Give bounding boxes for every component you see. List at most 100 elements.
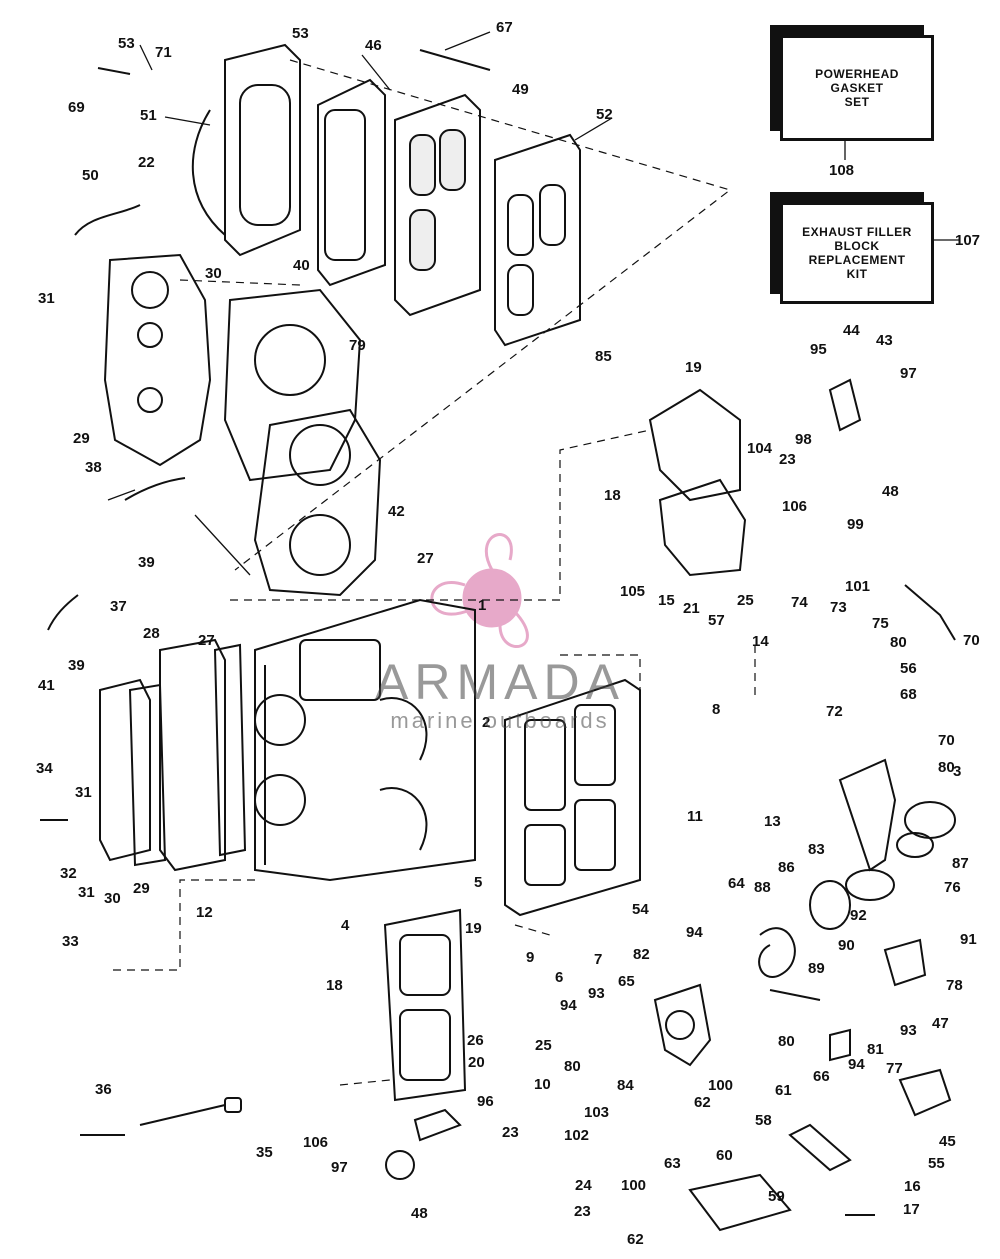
part-number-51: 51 (140, 107, 157, 124)
part-number-99: 99 (847, 516, 864, 533)
part-number-81: 81 (867, 1041, 884, 1058)
part-number-85: 85 (595, 348, 612, 365)
part-number-43: 43 (876, 332, 893, 349)
part-number-96: 96 (477, 1093, 494, 1110)
hoses (47, 204, 956, 641)
part-number-68: 68 (900, 686, 917, 703)
part-number-69: 69 (68, 99, 85, 116)
part-number-33: 33 (62, 933, 79, 950)
part-number-14: 14 (752, 633, 769, 650)
part-number-18: 18 (604, 487, 621, 504)
part-number-102: 102 (564, 1127, 589, 1144)
part-number-62: 62 (694, 1094, 711, 1111)
part-number-45: 45 (939, 1133, 956, 1150)
reed-valves-upper (648, 378, 862, 577)
part-number-65: 65 (618, 973, 635, 990)
part-number-52: 52 (596, 106, 613, 123)
exhaust-cover-group (191, 43, 581, 347)
part-number-48: 48 (411, 1205, 428, 1222)
part-number-18: 18 (326, 977, 343, 994)
part-number-89: 89 (808, 960, 825, 977)
part-number-39: 39 (138, 554, 155, 571)
part-number-50: 50 (82, 167, 99, 184)
part-number-26: 26 (467, 1032, 484, 1049)
part-number-25: 25 (737, 592, 754, 609)
watermark-propeller-logo (430, 533, 529, 649)
part-number-94: 94 (686, 924, 703, 941)
part-number-23: 23 (779, 451, 796, 468)
part-number-53: 53 (118, 35, 135, 52)
part-number-80: 80 (938, 759, 955, 776)
part-number-63: 63 (664, 1155, 681, 1172)
part-number-80: 80 (890, 634, 907, 651)
part-number-104: 104 (747, 440, 773, 457)
part-number-30: 30 (205, 265, 222, 282)
part-number-61: 61 (775, 1082, 792, 1099)
part-number-11: 11 (687, 808, 703, 825)
part-number-56: 56 (900, 660, 917, 677)
part-number-71: 71 (155, 44, 172, 61)
part-number-73: 73 (830, 599, 847, 616)
cylinder-head-group (103, 253, 382, 597)
part-number-90: 90 (838, 937, 855, 954)
kit-line: GASKET (830, 81, 884, 95)
transfer-covers-left (99, 638, 247, 872)
part-number-106: 106 (782, 498, 807, 515)
part-number-83: 83 (808, 841, 825, 858)
part-number-30: 30 (104, 890, 121, 907)
kit-line: SET (844, 95, 870, 109)
part-number-5: 5 (474, 874, 482, 891)
part-number-54: 54 (632, 901, 649, 918)
kit-line: BLOCK (834, 239, 880, 253)
part-number-100: 100 (708, 1077, 733, 1094)
part-number-21: 21 (683, 600, 700, 617)
part-number-103: 103 (584, 1104, 609, 1121)
part-number-94: 94 (848, 1056, 865, 1073)
watermark-brand: ARMADA (375, 654, 625, 710)
part-number-97: 97 (900, 365, 917, 382)
part-number-80: 80 (564, 1058, 581, 1075)
part-number-39: 39 (68, 657, 85, 674)
part-number-16: 16 (904, 1178, 921, 1195)
part-number-34: 34 (36, 760, 53, 777)
part-number-66: 66 (813, 1068, 830, 1085)
part-number-42: 42 (388, 503, 405, 520)
part-number-37: 37 (110, 598, 127, 615)
part-number-9: 9 (526, 949, 534, 966)
part-number-95: 95 (810, 341, 827, 358)
part-number-10: 10 (534, 1076, 551, 1093)
part-number-88: 88 (754, 879, 771, 896)
part-number-23: 23 (502, 1124, 519, 1141)
kit-number-108: 108 (829, 162, 855, 179)
part-number-106: 106 (303, 1134, 328, 1151)
part-number-19: 19 (685, 359, 702, 376)
part-number-105: 105 (620, 583, 645, 600)
part-number-15: 15 (658, 592, 675, 609)
part-number-49: 49 (512, 81, 529, 98)
part-number-77: 77 (886, 1060, 903, 1077)
part-number-38: 38 (85, 459, 102, 476)
part-number-13: 13 (764, 813, 781, 830)
part-number-74: 74 (791, 594, 808, 611)
part-number-76: 76 (944, 879, 961, 896)
part-number-101: 101 (845, 578, 870, 595)
part-number-82: 82 (633, 946, 650, 963)
part-number-79: 79 (349, 337, 366, 354)
part-number-32: 32 (60, 865, 77, 882)
part-number-31: 31 (78, 884, 95, 901)
part-number-1: 1 (478, 597, 486, 614)
part-number-12: 12 (196, 904, 213, 921)
powerhead-gasket-set-box: POWERHEAD GASKET SET (780, 35, 934, 141)
part-number-47: 47 (932, 1015, 949, 1032)
part-number-24: 24 (575, 1177, 592, 1194)
part-number-40: 40 (293, 257, 310, 274)
part-number-64: 64 (728, 875, 745, 892)
part-number-80: 80 (778, 1033, 795, 1050)
part-number-98: 98 (795, 431, 812, 448)
part-number-70: 70 (963, 632, 980, 649)
part-number-62: 62 (627, 1231, 644, 1248)
part-number-53: 53 (292, 25, 309, 42)
part-number-93: 93 (900, 1022, 917, 1039)
